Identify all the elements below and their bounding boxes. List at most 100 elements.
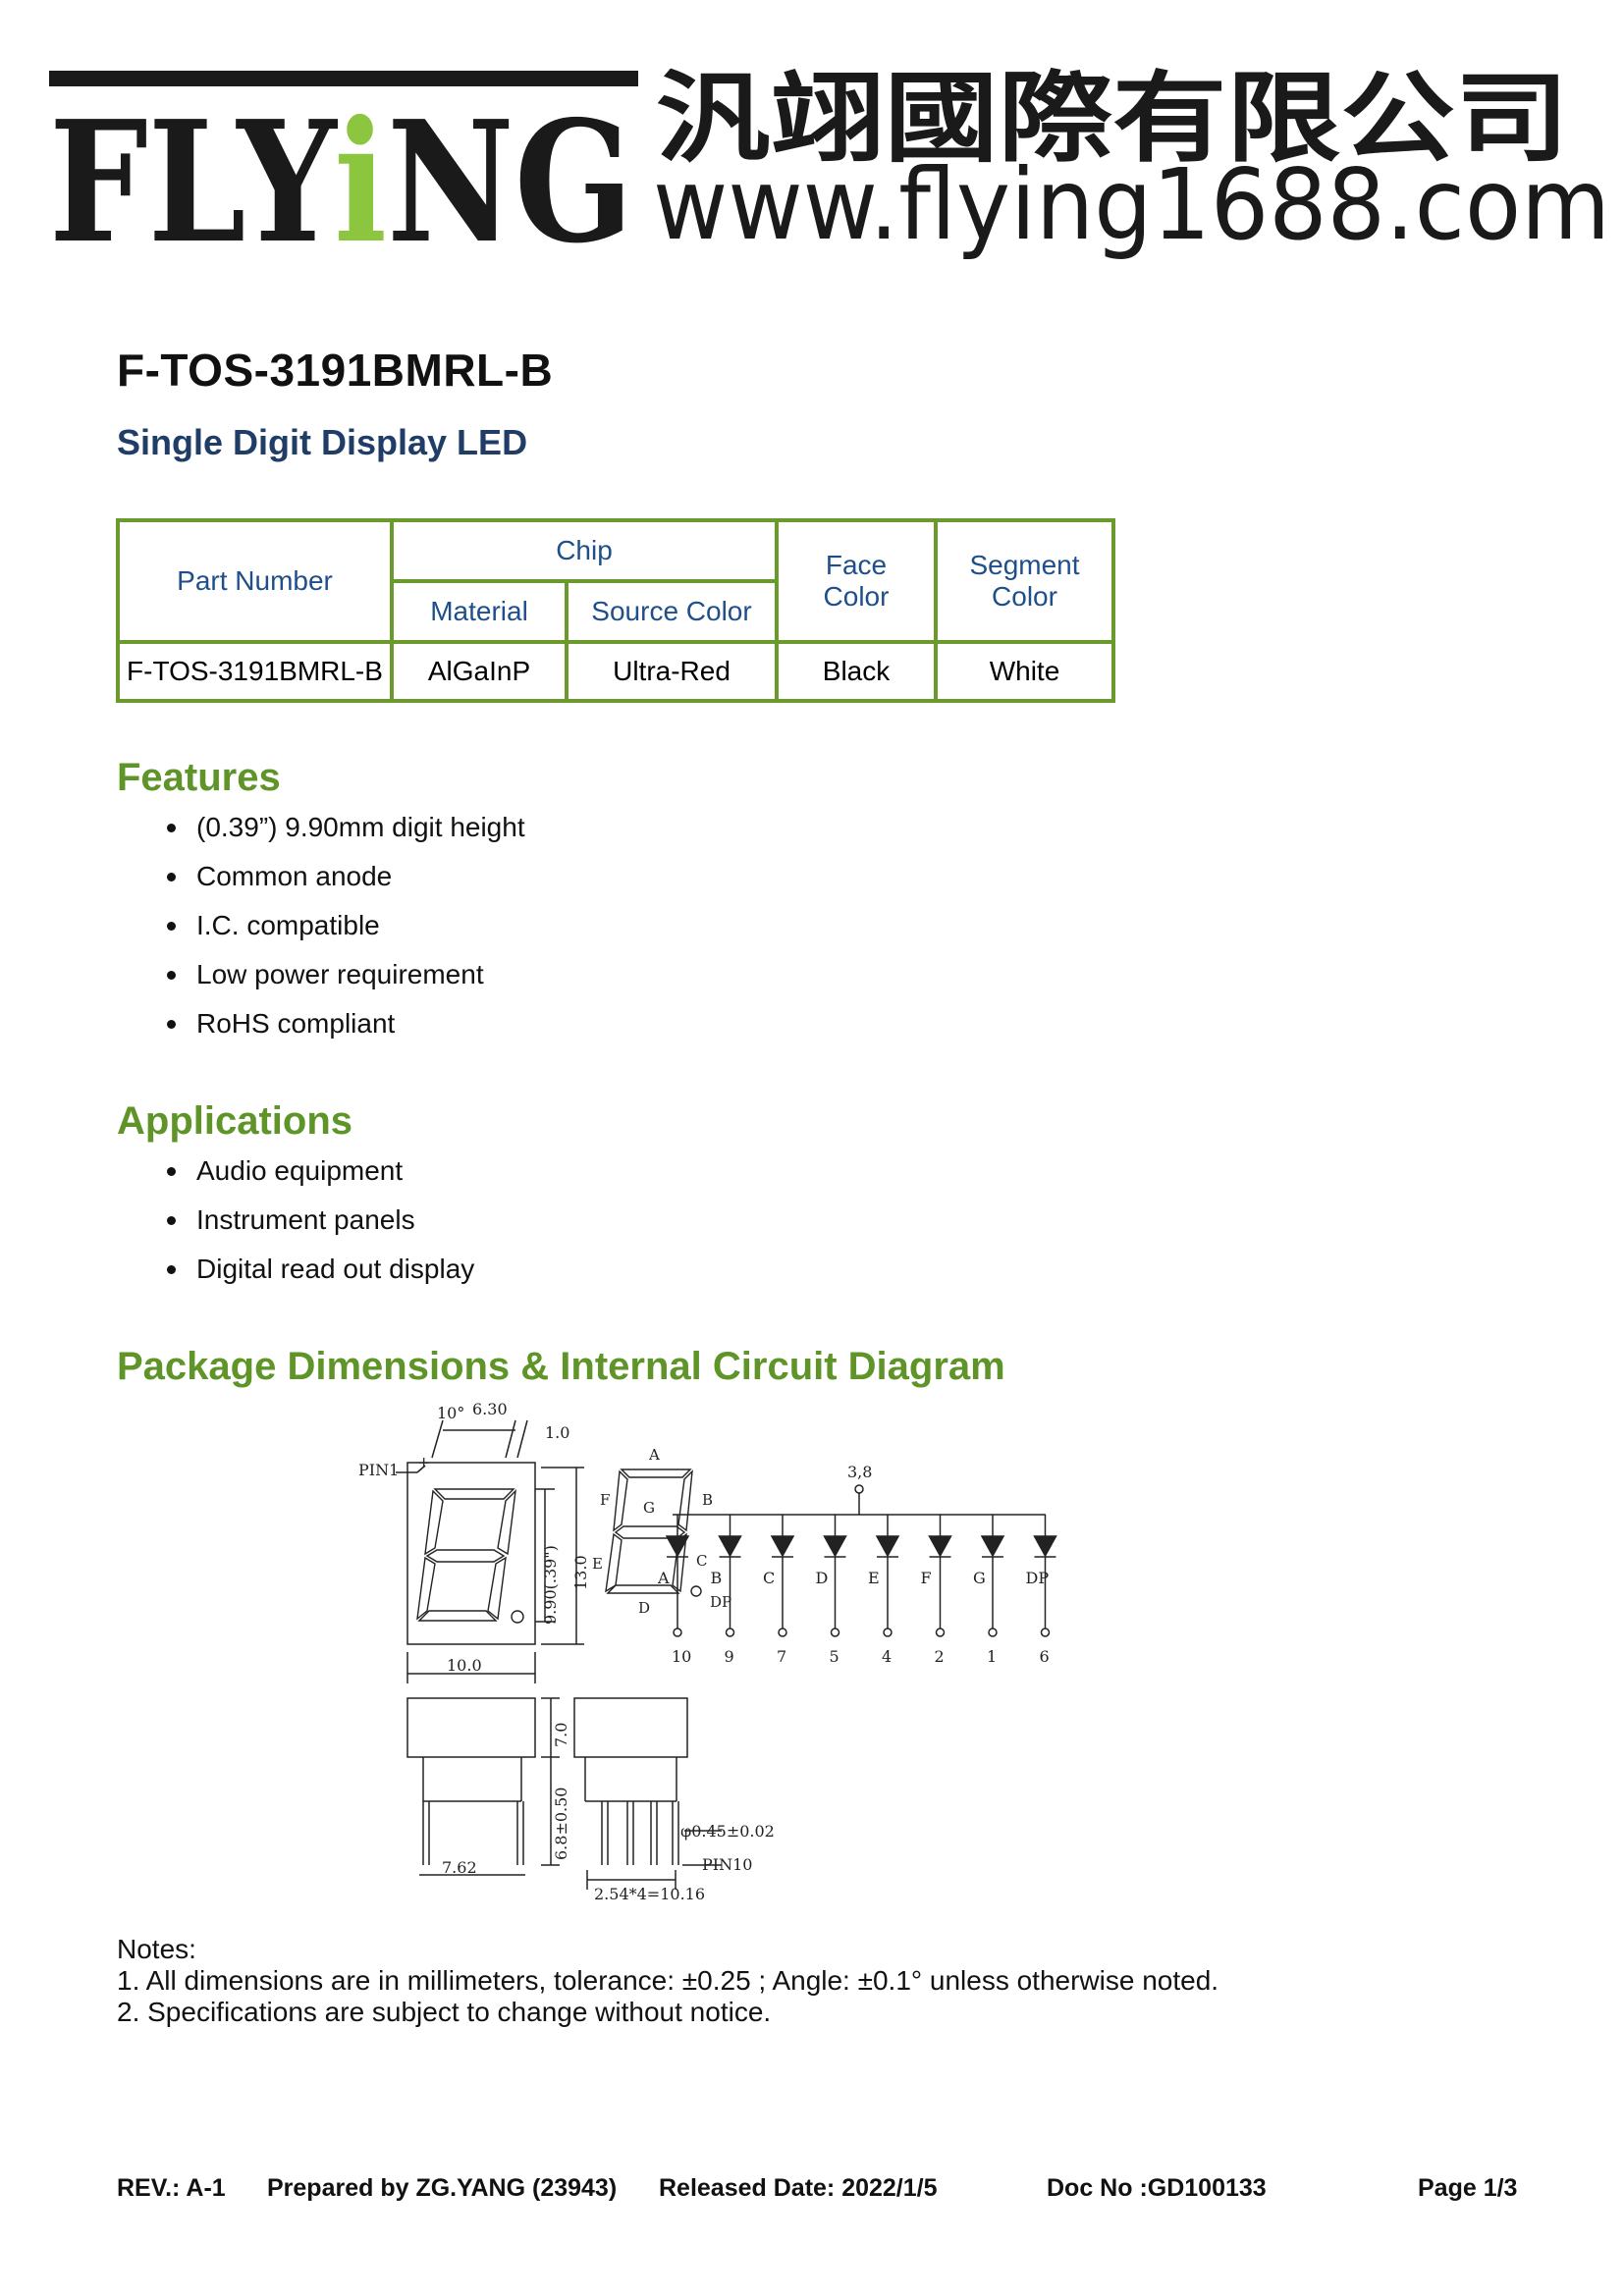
bullet-icon — [167, 873, 176, 881]
segment-label-b: B — [702, 1491, 713, 1509]
list-item: Common anode — [116, 852, 525, 901]
circuit-pin-number: 10 — [672, 1647, 691, 1666]
bullet-icon — [167, 1020, 176, 1029]
common-anode-pins: 3,8 — [847, 1463, 872, 1481]
circuit-pin-number: 9 — [725, 1647, 734, 1666]
part-number-title: F-TOS-3191BMRL-B — [117, 345, 554, 396]
circuit-diagram — [673, 1484, 1046, 1516]
circuit-pin-number: 6 — [1040, 1647, 1050, 1666]
logo-top-bar — [49, 71, 638, 86]
bullet-icon — [167, 922, 176, 931]
svg-text:1.0: 1.0 — [545, 1423, 569, 1442]
list-item: Low power requirement — [116, 950, 525, 999]
logo-text-ng: NG — [387, 84, 633, 270]
notes-block: Notes: 1. All dimensions are in millimet… — [117, 1934, 1218, 2028]
svg-text:6.30: 6.30 — [472, 1400, 508, 1418]
segment-label-e: E — [592, 1555, 603, 1573]
note-item: 2. Specifications are subject to change … — [117, 1997, 772, 2027]
svg-text:6.8±0.50: 6.8±0.50 — [552, 1788, 570, 1860]
circuit-pin-number: 1 — [987, 1647, 997, 1666]
front-digit-outline — [416, 1488, 524, 1624]
svg-text:PIN10: PIN10 — [702, 1855, 752, 1874]
svg-text:2.54*4=10.16: 2.54*4=10.16 — [594, 1885, 705, 1903]
circuit-segment-label: D — [816, 1569, 829, 1587]
footer-revision: REV.: A-1 — [117, 2174, 226, 2202]
product-subtitle: Single Digit Display LED — [117, 422, 528, 462]
diode-a — [665, 1515, 690, 1637]
segment-label-dp: DP — [710, 1593, 731, 1611]
applications-heading: Applications — [117, 1099, 353, 1143]
circuit-segment-label: F — [921, 1569, 932, 1587]
circuit-segment-label: E — [868, 1569, 880, 1587]
header-chip: Chip — [390, 518, 779, 583]
features-list: (0.39”) 9.90mm digit height Common anode… — [116, 803, 525, 1048]
list-item: Audio equipment — [116, 1147, 474, 1196]
svg-text:13.0: 13.0 — [571, 1555, 590, 1590]
header-source-color: Source Color — [565, 579, 779, 644]
header-part-number: Part Number — [116, 518, 394, 644]
page-footer: REV.: A-1 Prepared by ZG.YANG (23943) Re… — [117, 2174, 1531, 2214]
circuit-segment-label: B — [711, 1569, 723, 1587]
circuit-segment-label: G — [973, 1569, 986, 1587]
svg-text:FLYiNG: FLYiNG — [49, 84, 633, 270]
footer-release-date: Released Date: 2022/1/5 — [659, 2174, 938, 2202]
segment-label-a: A — [648, 1446, 660, 1464]
svg-text:9.90(.39"): 9.90(.39") — [541, 1545, 560, 1625]
bullet-icon — [167, 824, 176, 832]
bullet-icon — [167, 1216, 176, 1225]
segment-label-d: D — [638, 1599, 650, 1617]
diode-f — [928, 1515, 952, 1637]
circuit-segment-label: A — [657, 1569, 670, 1587]
cell-face-color: Black — [775, 640, 938, 703]
list-item: (0.39”) 9.90mm digit height — [116, 803, 525, 852]
list-item: RoHS compliant — [116, 999, 525, 1048]
notes-title: Notes: — [117, 1934, 196, 1964]
svg-text:7.62: 7.62 — [442, 1858, 477, 1877]
footer-page-number: Page 1/3 — [1418, 2174, 1518, 2202]
list-item: Instrument panels — [116, 1196, 474, 1245]
company-website: www.flying1688.com — [653, 147, 1610, 262]
diode-b — [718, 1515, 742, 1637]
diode-g — [980, 1515, 1005, 1637]
diode-dp — [1033, 1515, 1057, 1637]
header-material: Material — [390, 579, 568, 644]
svg-text:φ0.45±0.02: φ0.45±0.02 — [680, 1822, 775, 1841]
logo-text-i: i — [334, 84, 387, 270]
svg-text:10.0: 10.0 — [447, 1656, 482, 1675]
side-view-body — [406, 1697, 536, 1758]
segment-label-digit — [605, 1468, 702, 1597]
applications-list: Audio equipment Instrument panels Digita… — [116, 1147, 474, 1294]
package-drawing: 10° 6.30 1.0 PIN1 + 10.0 7.62 φ0.45±0.02… — [358, 1400, 1057, 1903]
note-item: 1. All dimensions are in millimeters, to… — [117, 1965, 1219, 1996]
footer-doc-number: Doc No :GD100133 — [1047, 2174, 1267, 2202]
segment-label-g: G — [643, 1499, 655, 1517]
circuit-pin-number: 5 — [830, 1647, 839, 1666]
pin-view-body — [573, 1697, 688, 1758]
circuit-pin-number: 2 — [935, 1647, 945, 1666]
svg-text:+: + — [417, 1453, 430, 1471]
svg-text:7.0: 7.0 — [552, 1723, 570, 1747]
logo-text-fly: FLY — [49, 84, 338, 270]
cell-part-number: F-TOS-3191BMRL-B — [116, 640, 394, 703]
front-view-body — [406, 1462, 536, 1645]
segment-label-c: C — [696, 1552, 707, 1570]
list-item: I.C. compatible — [116, 901, 525, 950]
company-chinese-name: 汎翊國際有限公司 — [656, 61, 1569, 176]
segment-label-f: F — [600, 1491, 610, 1509]
bullet-icon — [167, 1265, 176, 1274]
dimension-labels: 10° 6.30 1.0 PIN1 + 10.0 7.62 φ0.45±0.02… — [358, 1400, 775, 1903]
circuit-segment-label: DP — [1026, 1569, 1050, 1587]
footer-prepared-by: Prepared by ZG.YANG (23943) — [267, 2174, 618, 2202]
bullet-icon — [167, 1167, 176, 1176]
diode-e — [875, 1515, 900, 1637]
diode-c — [770, 1515, 795, 1637]
company-logo: FLYiNG 汎翊國際有限公司 www.flying1688.com — [49, 61, 1610, 270]
circuit-pin-number: 7 — [777, 1647, 786, 1666]
svg-text:PIN1: PIN1 — [358, 1461, 399, 1479]
cell-source-color: Ultra-Red — [565, 640, 779, 703]
circuit-segment-label: C — [763, 1569, 775, 1587]
circuit-pin-number: 4 — [882, 1647, 892, 1666]
